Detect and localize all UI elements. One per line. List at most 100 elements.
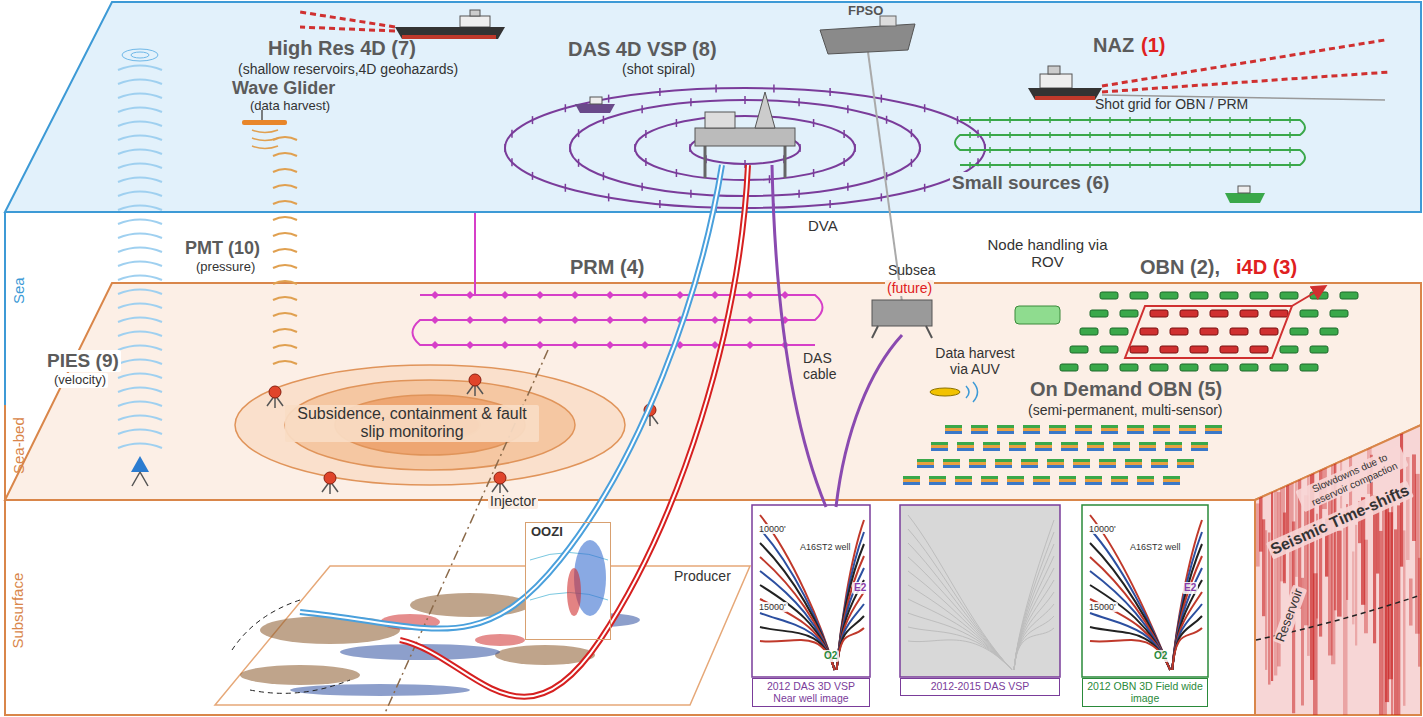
wave-glider: [242, 120, 287, 125]
multi-sensor-node: [1047, 459, 1064, 462]
multi-sensor-node: [1009, 448, 1026, 451]
seismic-annotation: O2: [822, 650, 839, 662]
streamer: [300, 27, 395, 31]
platform-leg: [784, 146, 787, 178]
shot-tick: [1229, 117, 1231, 123]
multi-sensor-node: [1007, 479, 1024, 482]
prm-sensor: [746, 316, 754, 324]
obn-node: [1080, 328, 1098, 335]
seismic-annotation: 10000': [757, 524, 788, 534]
time-shift-streak: [1421, 568, 1423, 625]
obn-node: [1220, 292, 1238, 299]
seismic-reflector: [1090, 627, 1170, 670]
template-leg: [926, 326, 932, 338]
prm-sensor: [746, 291, 754, 299]
shot-tick: [829, 200, 831, 208]
pmt-wave: [273, 345, 297, 348]
time-shift-streak: [1298, 433, 1301, 609]
seismic-reflector: [1090, 613, 1170, 670]
multi-sensor-node: [1099, 465, 1116, 468]
prm-sensor: [466, 316, 474, 324]
surface-ring: [122, 49, 158, 61]
pies-wave: [118, 304, 162, 309]
shot-tick: [690, 190, 692, 198]
shot-tick: [676, 119, 678, 127]
time-shift-streak: [1409, 579, 1413, 626]
annotation-text: (shot spiral): [622, 61, 695, 77]
shot-tick: [1269, 117, 1271, 123]
injector-well-core: [300, 165, 722, 629]
seismic-reflector: [1172, 580, 1202, 670]
pmt-wave: [273, 153, 297, 156]
multi-sensor-node: [1101, 431, 1118, 434]
multi-sensor-node: [957, 448, 974, 451]
multi-sensor-node: [1179, 431, 1196, 434]
image-panel: [752, 505, 870, 677]
node-text: 2012 DAS 3D VSP Near well image: [756, 681, 866, 704]
pies-wave: [118, 80, 162, 85]
seismic-reflector: [1172, 592, 1202, 670]
multi-sensor-node: [1061, 442, 1078, 445]
shot-tick: [608, 193, 610, 201]
annotation-text: Subsurface: [9, 572, 26, 648]
seismic-annotation: 10000': [1087, 524, 1118, 534]
multi-sensor-node: [917, 459, 934, 462]
multi-sensor-node: [995, 465, 1012, 468]
prm-sensor: [501, 341, 509, 349]
multi-sensor-node: [1023, 431, 1040, 434]
multi-sensor-node: [1111, 479, 1128, 482]
shot-tick: [634, 144, 636, 152]
prm-sensor: [711, 291, 719, 299]
node-text: 2012 OBN 3D Field wide image: [1086, 681, 1204, 704]
seismic-reflector: [1014, 604, 1054, 670]
glider-wave: [252, 130, 278, 133]
seismic-reflector: [1172, 568, 1202, 670]
shot-tick: [1069, 162, 1071, 168]
time-shift-streak: [1352, 551, 1354, 624]
seismic-reflector: [1090, 585, 1170, 670]
obn-node: [1060, 364, 1078, 371]
multi-sensor-node: [1205, 425, 1222, 428]
time-shift-streak: [1403, 530, 1405, 705]
shot-tick: [813, 119, 815, 127]
monitoring-tripod: [469, 374, 481, 386]
multi-sensor-node: [997, 425, 1014, 428]
obn-node: [1300, 364, 1318, 371]
pies-legs: [132, 472, 148, 486]
multi-sensor-node: [969, 459, 986, 462]
shot-tick: [843, 130, 845, 138]
shot-tick: [659, 88, 661, 96]
multi-sensor-node: [1165, 448, 1182, 451]
multi-sensor-node: [1021, 459, 1038, 462]
obn-node: [1280, 292, 1298, 299]
obn-node: [1130, 346, 1148, 353]
pmt-wave: [273, 281, 297, 284]
monitoring-tripod: [494, 472, 506, 484]
pies-wave: [118, 346, 162, 351]
pies-wave: [118, 234, 162, 239]
shot-tick: [1269, 132, 1271, 138]
pies-wave: [118, 444, 162, 449]
multi-sensor-node: [997, 431, 1014, 434]
shot-tick: [565, 184, 567, 192]
shot-tick: [969, 117, 971, 123]
seismic-reflector: [908, 599, 1012, 670]
shot-tick: [1189, 147, 1191, 153]
shot-tick: [511, 130, 513, 138]
shot-tick: [769, 175, 771, 183]
shot-tick: [1289, 162, 1291, 168]
seismic-reflector: [1090, 640, 1170, 670]
pmt-wave: [273, 297, 297, 300]
system-title: FPSO: [848, 4, 883, 19]
time-shift-streak: [1265, 530, 1267, 670]
obn-node: [1190, 346, 1208, 353]
shot-tick: [773, 84, 775, 92]
shot-tick: [578, 129, 580, 137]
prm-sensor: [431, 291, 439, 299]
multi-sensor-node: [929, 482, 946, 485]
pies-wave: [118, 122, 162, 127]
multi-sensor-node: [931, 445, 948, 448]
streamer: [1102, 72, 1390, 92]
seabed-edge: [4, 405, 6, 500]
pies-wave: [118, 192, 162, 197]
